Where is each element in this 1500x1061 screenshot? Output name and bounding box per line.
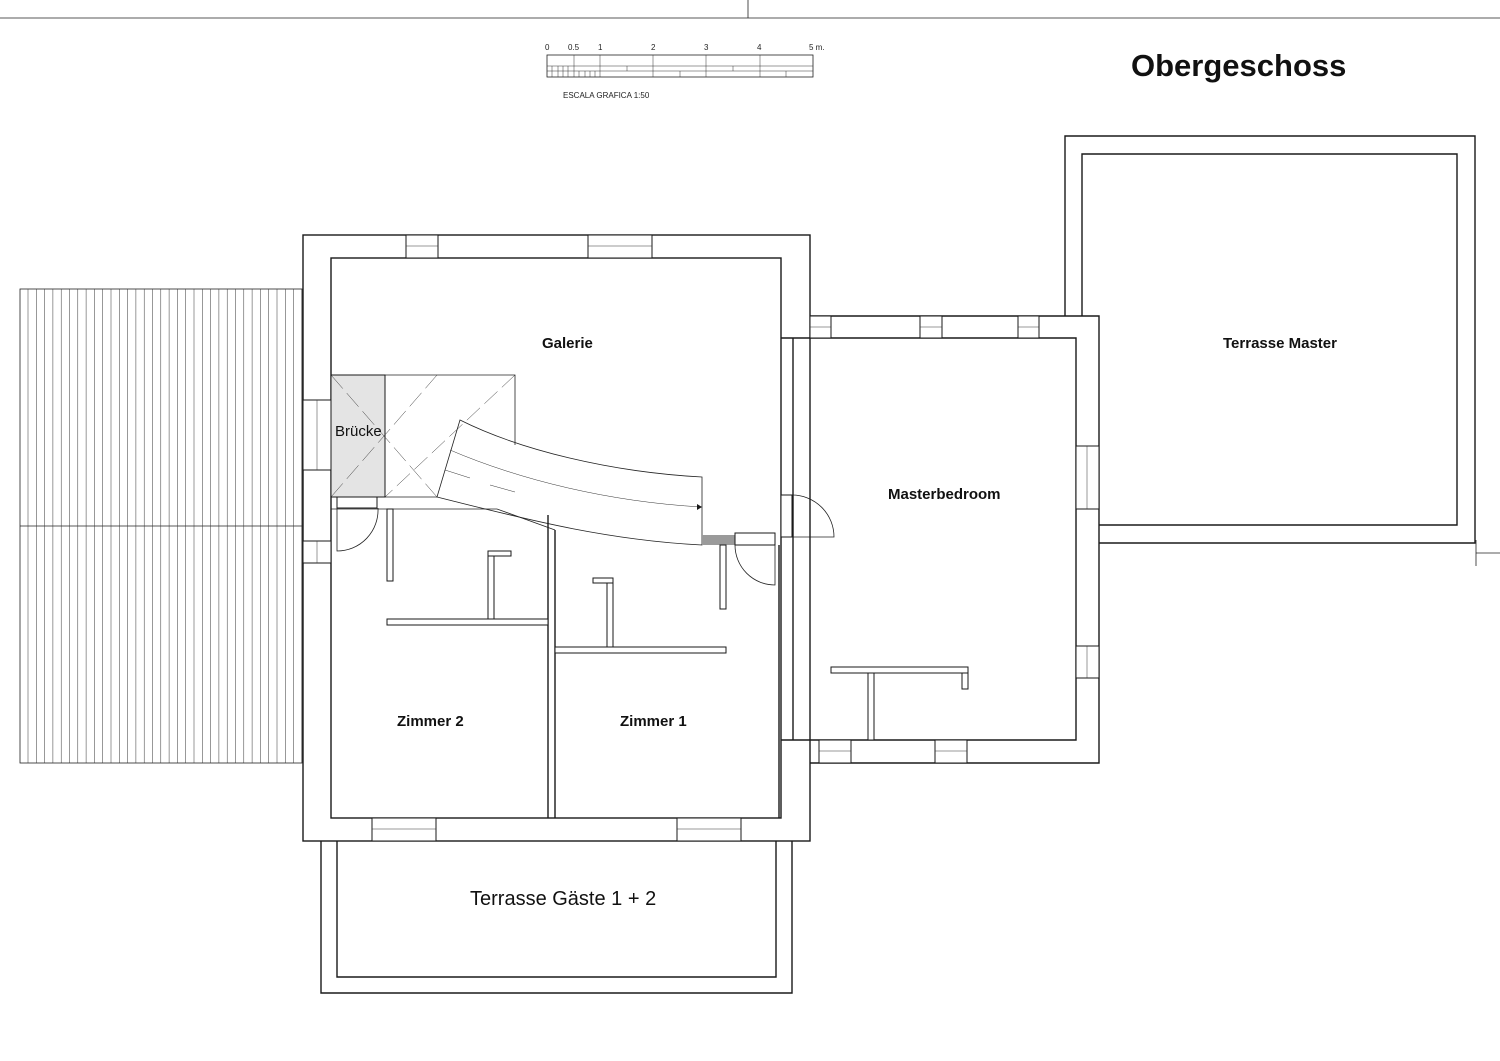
interior-walls <box>331 508 969 818</box>
scale-tick-1: 1 <box>598 43 603 52</box>
master-wing-walls <box>781 315 1100 764</box>
room-label-galerie: Galerie <box>542 335 593 352</box>
room-label-terrasse-gaeste: Terrasse Gäste 1 + 2 <box>470 888 656 910</box>
curved-walkway <box>436 419 735 546</box>
terrasse-master-outline <box>1064 135 1476 544</box>
doors <box>336 494 835 586</box>
plan-title: Obergeschoss <box>1131 48 1346 83</box>
scale-caption: ESCALA GRAFICA 1:50 <box>563 91 650 100</box>
scale-tick-4: 4 <box>757 43 762 52</box>
scale-tick-3: 3 <box>704 43 709 52</box>
room-label-bruecke: Brücke <box>335 423 382 440</box>
room-label-zimmer-2: Zimmer 2 <box>397 713 464 730</box>
terrasse-gaeste-outline <box>320 841 793 994</box>
room-label-masterbedroom: Masterbedroom <box>888 486 1001 503</box>
sheet-frame <box>0 0 1500 566</box>
scale-tick-0: 0 <box>545 43 550 52</box>
bruecke-bridge <box>330 374 516 498</box>
scale-tick-2: 2 <box>651 43 656 52</box>
scale-bar: 0 0.5 1 2 3 4 5 m. ESCALA GRAFICA 1:50 <box>545 43 825 100</box>
room-label-zimmer-1: Zimmer 1 <box>620 713 687 730</box>
scale-tick-5: 5 m. <box>809 43 825 52</box>
main-block-walls <box>302 234 811 842</box>
scale-tick-0-5: 0.5 <box>568 43 580 52</box>
windows <box>302 234 1100 842</box>
pergola-deck <box>19 288 303 764</box>
room-label-terrasse-master: Terrasse Master <box>1223 335 1337 352</box>
